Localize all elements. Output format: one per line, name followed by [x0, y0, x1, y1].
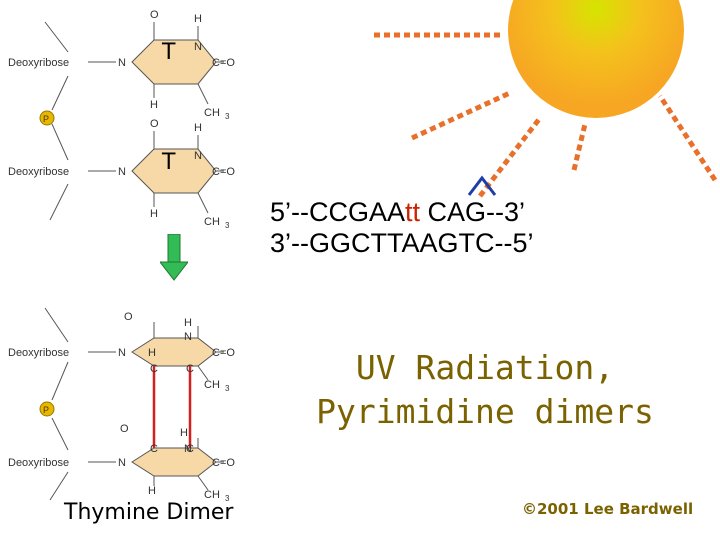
svg-text:H: H — [180, 427, 188, 439]
svg-text:C: C — [150, 363, 158, 375]
thymine-dimer-structure: Deoxyribose Deoxyribose N N O H N C=O H … — [8, 307, 235, 503]
svg-text:O: O — [150, 118, 159, 130]
svg-text:3: 3 — [225, 112, 230, 121]
down-arrow-icon — [160, 234, 188, 281]
svg-text:CH: CH — [204, 489, 220, 501]
title-line-2: Pyrimidine dimers — [316, 392, 654, 431]
svg-text:O: O — [150, 9, 159, 21]
svg-text:N: N — [118, 166, 126, 178]
sun-ray — [410, 89, 514, 141]
svg-text:3: 3 — [225, 494, 230, 503]
svg-text:H: H — [150, 99, 158, 111]
svg-text:C=O: C=O — [212, 347, 235, 359]
svg-text:C=O: C=O — [212, 457, 235, 469]
svg-text:C: C — [186, 363, 194, 375]
svg-text:P: P — [43, 405, 49, 415]
sugar-label: Deoxyribose — [8, 57, 69, 69]
svg-text:C=O: C=O — [212, 166, 235, 178]
dimer-ring-2 — [131, 447, 217, 477]
title-line-1: UV Radiation, — [355, 348, 615, 387]
svg-text:N: N — [194, 41, 202, 53]
svg-text:N: N — [184, 443, 192, 455]
phosphate-icon — [39, 110, 55, 126]
dna-strand-1: 5’--CCGAAtt CAG--3’ — [270, 197, 526, 227]
svg-text:H: H — [194, 122, 202, 134]
svg-text:N: N — [184, 331, 192, 343]
svg-text:N: N — [194, 150, 202, 162]
svg-text:CH: CH — [204, 107, 220, 119]
svg-text:CH: CH — [204, 216, 220, 228]
svg-text:H: H — [184, 317, 192, 329]
svg-text:3: 3 — [225, 384, 230, 393]
svg-text:N: N — [118, 457, 126, 469]
svg-text:N: N — [118, 57, 126, 69]
svg-text:O: O — [124, 311, 133, 323]
sun-ray — [657, 94, 718, 182]
svg-text:CH: CH — [204, 379, 220, 391]
svg-text:H: H — [194, 13, 202, 25]
svg-text:P: P — [43, 114, 49, 124]
sun — [508, 0, 684, 118]
sun-ray — [571, 123, 588, 171]
svg-text:C=O: C=O — [212, 57, 235, 69]
copyright-notice: ©2001 Lee Bardwell — [522, 500, 694, 518]
thymine-dimer-caption: Thymine Dimer — [64, 500, 234, 525]
thymine-label-top: T — [162, 40, 176, 65]
svg-text:O: O — [120, 423, 129, 435]
sun-ray — [478, 116, 542, 198]
thymine-label-bottom: T — [162, 150, 176, 175]
svg-text:N: N — [118, 347, 126, 359]
thymine-pair-highlight: tt — [405, 197, 421, 227]
svg-text:H: H — [150, 208, 158, 220]
svg-text:C: C — [186, 443, 194, 455]
caret-mark — [467, 175, 497, 196]
svg-text:C: C — [150, 443, 158, 455]
slide-title: UV Radiation, Pyrimidine dimers — [280, 346, 690, 434]
svg-text:H: H — [148, 347, 156, 359]
dimer-ring-1 — [131, 337, 217, 367]
svg-text:3: 3 — [225, 221, 230, 230]
dna-strand-2: 3’--GGCTTAAGTC--5’ — [270, 228, 534, 258]
thymine-pair-structure: Deoxyribose Deoxyribose N N O H N C=O H … — [8, 9, 235, 230]
svg-text:H: H — [148, 485, 156, 497]
phosphate-icon — [39, 401, 55, 417]
svg-text:Deoxyribose: Deoxyribose — [8, 347, 69, 359]
sugar-label: Deoxyribose — [8, 166, 69, 178]
svg-text:Deoxyribose: Deoxyribose — [8, 457, 69, 469]
